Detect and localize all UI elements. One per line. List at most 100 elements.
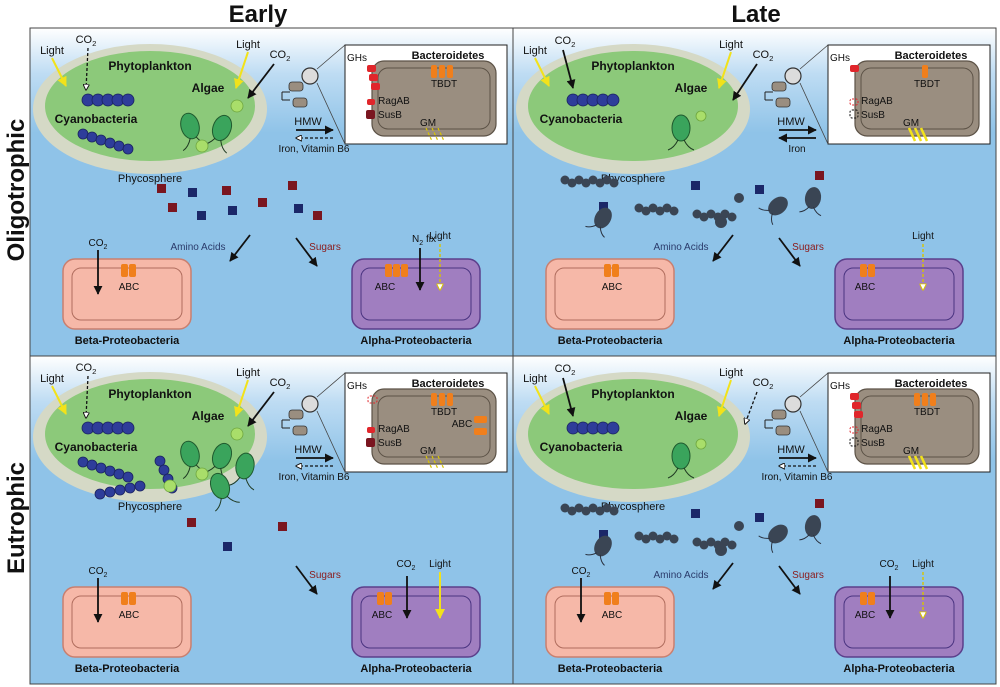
cyanobacteria-label: Cyanobacteria	[55, 112, 138, 126]
co2-arrow-algae	[247, 63, 275, 99]
inset-zoom-lines	[316, 44, 346, 145]
beta-abc-label: ABC	[119, 282, 140, 293]
alpha-proteobacteria-label: Alpha-Proteobacteria	[360, 335, 472, 347]
gm-gene	[913, 127, 923, 142]
algae-cell	[202, 114, 233, 154]
amino-acids-arrow	[712, 234, 734, 262]
aggregate-blob	[692, 209, 702, 219]
sugar-molecule	[258, 198, 267, 207]
beta-co2-label: CO2	[572, 566, 591, 579]
algae-vesicle	[695, 110, 707, 122]
row-header-oligotrophic: Oligotrophic	[3, 119, 30, 262]
bacteroidetes-mini	[775, 97, 791, 108]
cyanobacteria-cell	[95, 462, 107, 474]
aggregate-blob	[581, 506, 591, 516]
sugar-molecule	[187, 518, 196, 527]
co2-arrow-cyano	[86, 375, 88, 418]
aggregate-blob	[567, 506, 577, 516]
bacteroidetes-mini	[292, 425, 308, 436]
sugars-label: Sugars	[309, 242, 341, 253]
inset-zoom-lines	[799, 44, 829, 145]
algae-cell	[180, 440, 209, 480]
cyanobacteria-label: Cyanobacteria	[55, 440, 138, 454]
light-label: Light	[236, 39, 260, 51]
algae-body	[211, 442, 233, 470]
co2-arrow-cyano	[562, 49, 576, 89]
panel-oligo-early: PhycospherePhytoplanktonAlgaeCyanobacter…	[29, 27, 514, 357]
cyanobacteria-cell	[124, 482, 136, 494]
bacteroidetes-mini	[288, 409, 304, 420]
gm-gene	[907, 455, 917, 470]
susb-protein	[366, 110, 375, 119]
beta-abc-label: ABC	[119, 610, 140, 621]
ghs-enzyme	[852, 402, 861, 409]
abc-transporter-unit	[860, 264, 867, 277]
light-arrow-algae	[717, 51, 732, 89]
amino-acids-arrow	[229, 234, 251, 262]
co2-subscript: 2	[769, 382, 773, 391]
light-label: Light	[523, 373, 547, 385]
sugars-arrow	[778, 565, 801, 595]
cyanobacteria-cell	[104, 465, 116, 477]
susb-label: SusB	[378, 110, 402, 121]
bacteroidetes-cell	[371, 60, 497, 137]
amino-acids-arrow	[712, 562, 734, 590]
sugar-molecule	[157, 184, 166, 193]
light-label: Light	[523, 45, 547, 57]
cyanobacteria-label: Cyanobacteria	[540, 440, 623, 454]
aggregate-blob	[692, 537, 702, 547]
light-label: Light	[719, 367, 743, 379]
phytoplankton-label: Phytoplankton	[591, 59, 674, 73]
cyanobacteria-cell	[113, 468, 125, 480]
ghs-enzyme	[850, 65, 859, 72]
magnifier-icon	[784, 67, 802, 85]
alpha-proteobacteria-cell	[834, 586, 964, 658]
gm-label: GM	[903, 446, 919, 457]
sugar-molecule	[815, 171, 824, 180]
bacteroidetes-label: Bacteroidetes	[412, 378, 485, 390]
magnifier-icon	[301, 395, 319, 413]
hmw-label: HMW	[777, 116, 805, 128]
cyanobacteria-cell	[114, 484, 126, 496]
aggregate-blob	[706, 209, 716, 219]
co2-main: CO	[270, 49, 287, 61]
cyanobacteria-label: Cyanobacteria	[540, 112, 623, 126]
abc-transporter-unit	[474, 428, 487, 435]
abc-transporter-unit	[121, 264, 128, 277]
alpha-proteobacteria-cell	[834, 258, 964, 330]
degraded-algae	[799, 187, 822, 217]
beta-proteobacteria-label: Beta-Proteobacteria	[75, 335, 180, 347]
alpha-light-label: Light	[912, 559, 934, 570]
cyanobacteria-cell	[104, 486, 116, 498]
amino-acid-molecule	[228, 206, 237, 215]
co2-main: CO	[76, 362, 93, 374]
abc-transporter-unit	[604, 592, 611, 605]
sugar-molecule	[278, 522, 287, 531]
alpha-inner-membrane	[843, 267, 955, 321]
cyanobacteria-cell	[606, 93, 620, 107]
bacteroidetes-label: Bacteroidetes	[895, 378, 968, 390]
aggregate-blob	[641, 534, 651, 544]
bacteroidetes-mini	[292, 97, 308, 108]
co2-subscript: 2	[587, 572, 591, 579]
amino-acid-molecule	[599, 202, 608, 211]
algae-body	[180, 112, 200, 140]
algae-cell	[202, 442, 233, 482]
co2-subscript: 2	[571, 368, 575, 377]
phytoplankton-label: Phytoplankton	[108, 59, 191, 73]
row-header-eutrophic: Eutrophic	[3, 462, 30, 574]
bacteroidetes-cell	[854, 60, 980, 137]
algae-label: Algae	[192, 81, 225, 95]
co2-subscript: 2	[769, 54, 773, 63]
cyanobacteria-cell	[121, 93, 135, 107]
beta-proteobacteria-cell	[62, 586, 192, 658]
light-arrow-algae	[234, 51, 249, 89]
light-label: Light	[40, 373, 64, 385]
bacteroidetes-mini	[775, 425, 791, 436]
hmw-note: Iron, Vitamin B6	[279, 144, 350, 155]
aggregate-blob	[727, 540, 737, 550]
gm-gene-absent	[425, 455, 433, 470]
bacteroidetes-inner-membrane	[860, 67, 974, 130]
alpha-abc-label: ABC	[372, 610, 393, 621]
light-arrow-cyano	[534, 385, 550, 415]
